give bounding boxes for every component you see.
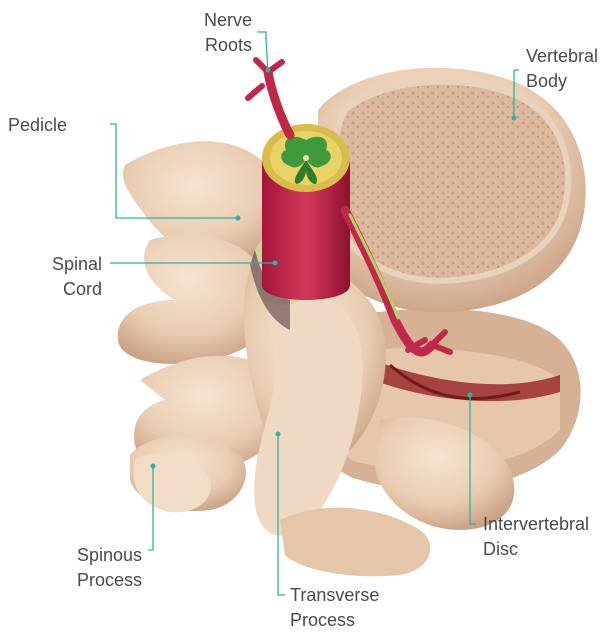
vertebral-body-line1: Vertebral: [526, 44, 598, 69]
spinous-process-dot: [151, 464, 156, 469]
spinous-process-line1: Spinous: [50, 543, 142, 568]
vertebral-body: [318, 68, 586, 312]
intervertebral-disc-line1: Intervertebral: [483, 512, 589, 537]
transverse-process-line1: Transverse: [290, 583, 379, 608]
transverse-process-label: Transverse Process: [290, 583, 379, 633]
spinal-cord-line1: Spinal: [30, 252, 102, 277]
nerve-roots-dot: [266, 68, 271, 73]
transverse-process-line2: Process: [290, 608, 379, 633]
nerve-roots-line1: Nerve: [190, 8, 252, 33]
intervertebral-disc-label: Intervertebral Disc: [483, 512, 589, 562]
transverse-process-dot: [276, 432, 281, 437]
nerve-roots-line2: Roots: [190, 33, 252, 58]
spinal-cord-dot: [273, 261, 278, 266]
pedicle-dot: [236, 216, 241, 221]
pedicle-label: Pedicle: [8, 113, 67, 138]
spinal-cord-line2: Cord: [30, 277, 102, 302]
spinous-process-line2: Process: [50, 568, 142, 593]
intervertebral-disc-dot: [468, 393, 473, 398]
vertebral-body-dot: [512, 116, 517, 121]
nerve-roots-label: Nerve Roots: [190, 8, 252, 58]
vertebral-body-line2: Body: [526, 69, 598, 94]
spinous-process-label: Spinous Process: [50, 543, 142, 593]
spinal-cord-label: Spinal Cord: [30, 252, 102, 302]
pedicle-line1: Pedicle: [8, 113, 67, 138]
intervertebral-disc-line2: Disc: [483, 537, 589, 562]
vertebral-body-label: Vertebral Body: [526, 44, 598, 94]
